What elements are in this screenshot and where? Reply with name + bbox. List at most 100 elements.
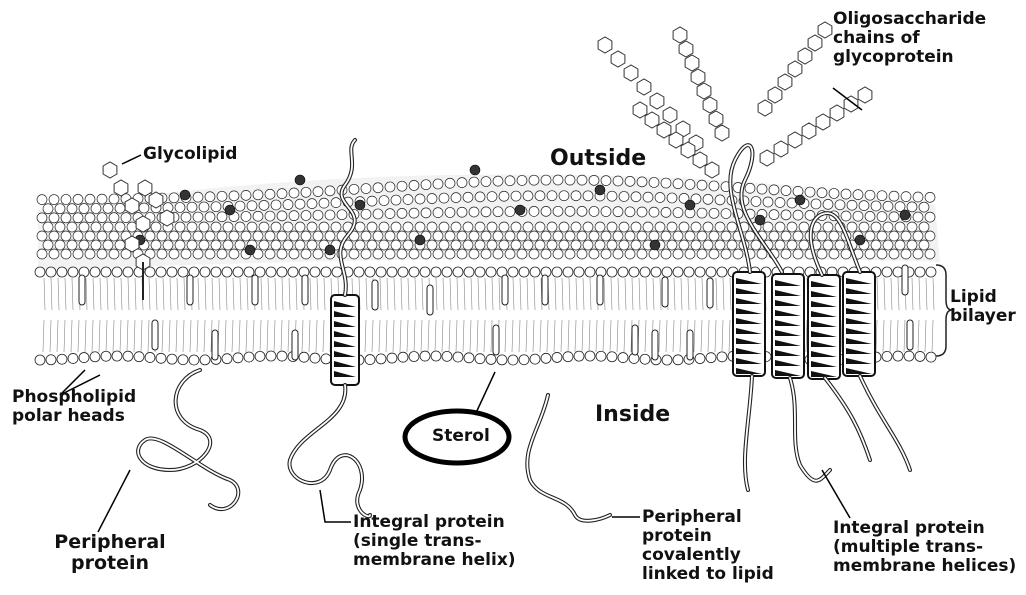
phospholipid-head [373,249,383,259]
phospholipid-head [475,240,485,250]
phospholipid-head [673,208,683,218]
phospholipid-head [313,187,323,197]
phospholipid-head [895,240,905,250]
lower-edge-head [893,351,903,361]
phospholipid-head [571,191,581,201]
upper-edge-head [35,267,45,277]
lower-edge-head [431,351,441,361]
lower-edge-head [574,351,584,361]
phospholipid-head [649,177,659,187]
sterol-molecule [542,275,548,305]
phospholipid-head [415,222,425,232]
upper-edge-head [420,267,430,277]
lower-edge-head [79,353,89,363]
phospholipid-head [565,175,575,185]
phospholipid-head [79,240,89,250]
glycolipid-leader [122,155,141,164]
lower-edge-head [497,355,507,365]
lipid-tail [653,278,654,310]
lower-edge-head [563,352,573,362]
phospholipid-head [781,231,791,241]
phospholipid-head [679,222,689,232]
lipid-tail [93,278,94,310]
phospholipid-head [199,222,209,232]
phospholipid-head [403,222,413,232]
lower-edge-head [409,351,419,361]
phospholipid-head [175,240,185,250]
sterol-molecule [427,285,433,315]
phospholipid-head [253,211,263,221]
lipid-tail [533,320,534,352]
phospholipid-head [697,231,707,241]
lipid-tail [463,320,464,352]
phospholipid-head [211,202,221,212]
phospholipid-head [193,192,203,202]
phospholipid-head [265,189,275,199]
phospholipid-head [505,176,515,186]
phospholipid-head [913,249,923,259]
upper-edge-head [640,267,650,277]
phospholipid-head [247,222,257,232]
upper-edge-head [112,267,122,277]
lipid-tail [380,278,381,310]
upper-edge-head [475,267,485,277]
lipid-tail [625,278,626,310]
phospholipid-head [679,240,689,250]
phospholipid-head [187,222,197,232]
sugar-ring [691,69,705,85]
lipid-tail [904,320,905,352]
phospholipid-head [43,240,53,250]
upper-edge-head [123,267,133,277]
lipid-tail [309,320,310,352]
sugar-ring [788,132,802,148]
lipid-tail [400,320,401,352]
upper-edge-head [68,267,78,277]
phospholipid-head [781,186,791,196]
lipid-tail [162,320,163,352]
multi-inner-coil-3 [825,378,870,460]
phospholipid-head [283,200,293,210]
phospholipid-head [481,207,491,217]
phospholipid-head [799,240,809,250]
sterol-molecule [632,325,638,355]
lipid-tail [407,320,408,352]
phospholipid-head [775,240,785,250]
lipid-tail [603,320,604,352]
phospholipid-head [463,192,473,202]
phospholipid-head [577,206,587,216]
phospholipid-head [535,191,545,201]
multi-inner-coil-2 [790,378,830,481]
lipid-tail [596,320,597,352]
phospholipid-head [787,240,797,250]
sterol-molecule [493,325,499,355]
lipid-tail [184,278,185,310]
phospholipid-head [601,249,611,259]
phospholipid-head [493,176,503,186]
lipid-tail [806,320,807,352]
phospholipid-head [229,191,239,201]
phospholipid-head [307,222,317,232]
sterol-molecule [187,275,193,305]
phospholipid-head [919,202,929,212]
lipid-tail [540,320,541,352]
phospholipid-head [619,191,629,201]
phospholipid-head [301,187,311,197]
upper-edge-head [706,267,716,277]
lipid-tail [239,320,240,352]
phospholipid-head [433,231,443,241]
lipid-tail [708,320,709,352]
upper-edge-head [453,267,463,277]
phospholipid-head [661,207,671,217]
phospholipid-head [721,231,731,241]
lipid-tail [310,278,311,310]
sterol-molecule [707,278,713,308]
upper-edge-head [486,267,496,277]
phospholipid-head [871,222,881,232]
upper-edge-head [882,267,892,277]
lower-edge-head [926,352,936,362]
phospholipid-head [247,201,257,211]
phospholipid-head [259,222,269,232]
lipid-tail [688,278,689,310]
phospholipid-head [751,196,761,206]
